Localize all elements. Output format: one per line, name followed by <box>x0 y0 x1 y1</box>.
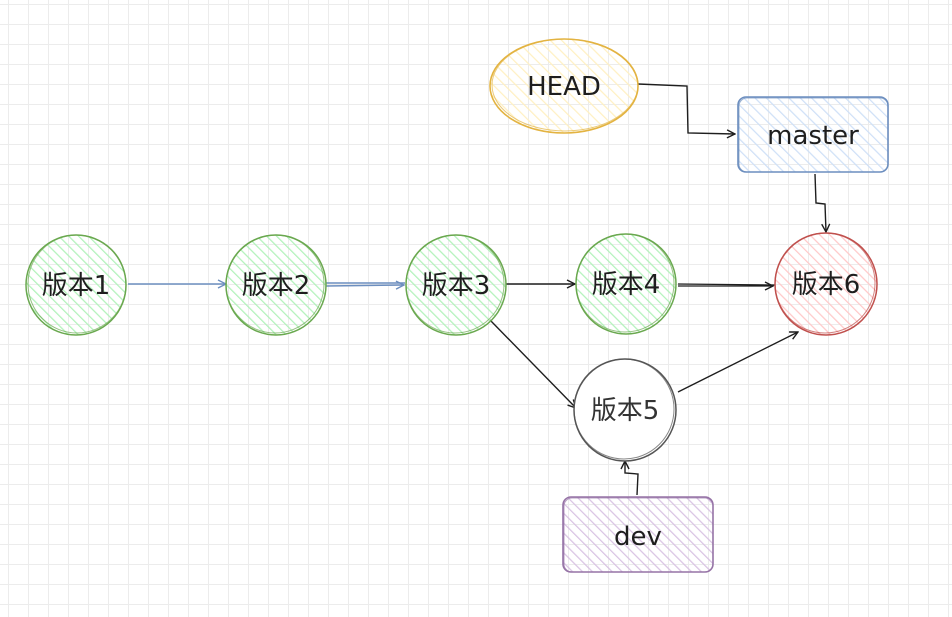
edge-dev-v5 <box>625 461 639 496</box>
edge-v3-v5 <box>489 319 576 408</box>
master-label: master <box>767 121 859 151</box>
commit-v2[interactable]: 版本2 <box>225 234 327 336</box>
commit-v5[interactable]: 版本5 <box>573 358 677 462</box>
edges <box>128 83 826 496</box>
edge-master-v6 <box>814 173 826 232</box>
edge-head-master <box>637 83 735 134</box>
commit-v3-label: 版本3 <box>422 271 491 301</box>
head-pointer[interactable]: HEAD <box>489 38 639 134</box>
master-branch[interactable]: master <box>737 96 889 173</box>
commit-v1-label: 版本1 <box>42 271 111 301</box>
edge-v5-v6 <box>677 332 798 393</box>
edge-v4-v6 <box>677 284 775 286</box>
commit-v5-label: 版本5 <box>591 396 660 426</box>
dev-label: dev <box>614 522 662 552</box>
dev-branch[interactable]: dev <box>562 496 714 573</box>
commit-v2-label: 版本2 <box>242 271 311 301</box>
commit-v6-label: 版本6 <box>792 270 861 300</box>
commit-v3[interactable]: 版本3 <box>405 234 507 336</box>
commit-v4[interactable]: 版本4 <box>575 233 677 335</box>
edge-v2-v3 <box>325 283 405 286</box>
commit-v6[interactable]: 版本6 <box>774 232 878 336</box>
commit-v1[interactable]: 版本1 <box>25 234 127 336</box>
commit-v4-label: 版本4 <box>592 270 661 300</box>
head-label: HEAD <box>527 72 601 102</box>
